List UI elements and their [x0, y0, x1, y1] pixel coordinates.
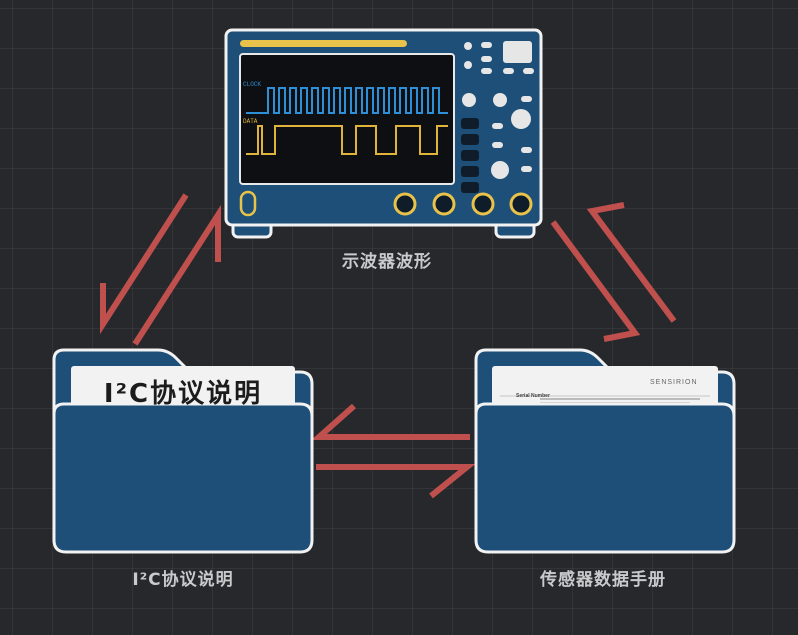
datasheet-folder — [474, 348, 736, 554]
datasheet-brand-logo: SENSIRION — [650, 379, 698, 386]
arrows — [100, 193, 677, 499]
scope-knob — [462, 93, 476, 107]
clock-waveform — [246, 87, 448, 114]
oscilloscope-caption: 示波器波形 — [342, 252, 432, 272]
oscilloscope-screen — [239, 53, 455, 185]
arrow-datasheet-to-scope — [586, 202, 677, 323]
i2c-folder-front — [52, 402, 314, 554]
data-waveform — [246, 125, 448, 155]
arrow-doc-to-datasheet — [316, 464, 476, 499]
arrow-datasheet-to-doc — [311, 403, 470, 440]
scope-probe-knob — [393, 192, 417, 216]
data-channel-label: DATA — [243, 118, 258, 125]
scope-power-switch — [239, 190, 257, 217]
scope-display-box — [503, 41, 532, 63]
arrow-scope-to-doc — [100, 193, 189, 335]
oscilloscope: CLOCK DATA — [224, 28, 543, 239]
datasheet-folder-front — [474, 402, 736, 554]
i2c-doc-caption: I²C协议说明 — [132, 570, 234, 590]
i2c-sheet-title: I²C协议说明 — [103, 379, 263, 406]
arrow-doc-to-scope — [132, 204, 221, 346]
i2c-folder — [52, 348, 314, 554]
datasheet-section-heading: Serial Number — [516, 393, 550, 399]
scope-button — [464, 42, 472, 50]
clock-channel-label: CLOCK — [243, 81, 261, 88]
arrow-scope-to-datasheet — [550, 220, 641, 342]
datasheet-caption: 传感器数据手册 — [540, 570, 666, 590]
